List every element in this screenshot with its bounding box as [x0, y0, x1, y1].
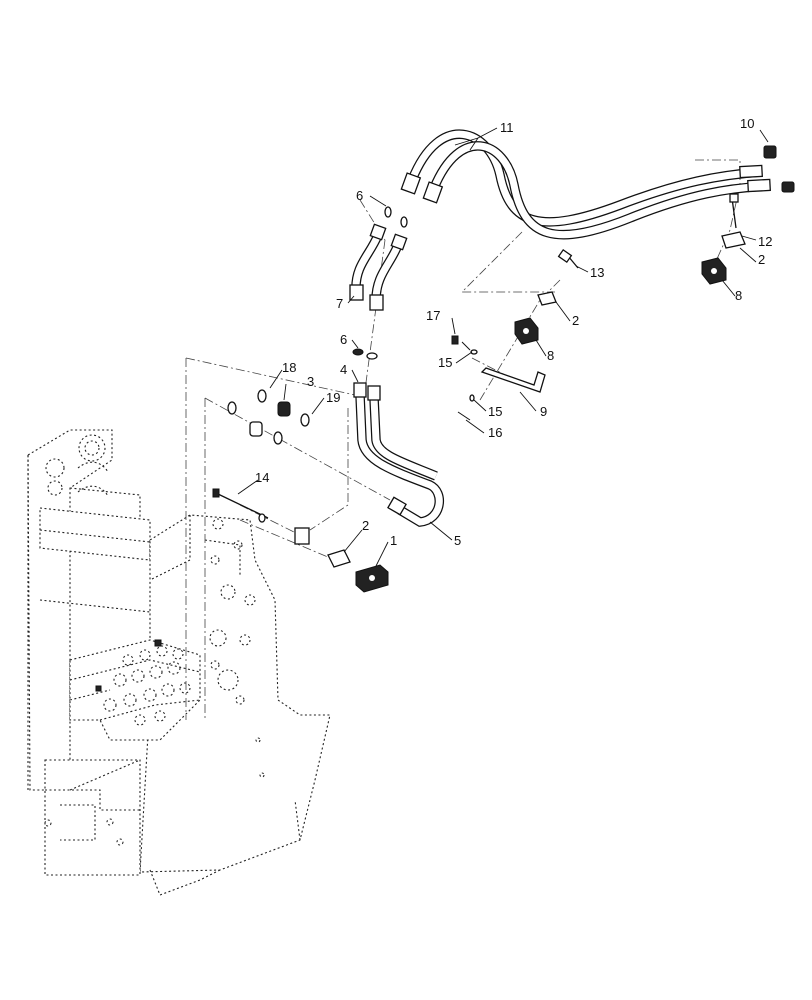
clamp-plate-2-lower: [327, 549, 351, 568]
callout-14: 14: [255, 470, 269, 485]
callout-12: 12: [758, 234, 772, 249]
hose-end-fittings: [400, 164, 771, 204]
callout-15-upper: 15: [438, 355, 452, 370]
right-clamp-parts: [701, 193, 746, 285]
callout-5: 5: [454, 533, 461, 548]
steel-tube-7: [349, 223, 408, 311]
callout-17: 17: [426, 308, 440, 323]
bracket-9: [480, 367, 546, 393]
callout-18: 18: [282, 360, 296, 375]
callout-16: 16: [488, 425, 502, 440]
o-rings-6: [352, 206, 408, 360]
steel-tube-5: [353, 382, 444, 527]
clamp-8-middle: [514, 317, 539, 345]
callout-labels: 11 10 12 2 8 13 2 8 9 17 15 15 16 6 7 6 …: [255, 116, 772, 548]
callout-19: 19: [326, 390, 340, 405]
callout-7: 7: [336, 296, 343, 311]
callout-13: 13: [590, 265, 604, 280]
callout-6-lower: 6: [340, 332, 347, 347]
callout-8-middle: 8: [547, 348, 554, 363]
control-valve-bank: [69, 639, 201, 741]
loader-frame-outline: [27, 429, 331, 896]
callout-2-right: 2: [758, 252, 765, 267]
washer-nut-15-17: [451, 335, 478, 421]
clamp-1: [355, 564, 389, 593]
callout-4: 4: [340, 362, 347, 377]
callout-3: 3: [307, 374, 314, 389]
callout-2-lower: 2: [362, 518, 369, 533]
callout-11: 11: [500, 120, 514, 135]
hydraulic-hose-pair: [407, 129, 769, 240]
callout-15-lower: 15: [488, 404, 502, 419]
adapter-fittings-3: [227, 389, 310, 445]
callout-6-upper: 6: [356, 188, 363, 203]
callout-9: 9: [540, 404, 547, 419]
dust-caps: [763, 145, 795, 193]
assembly-center-lines: [185, 159, 741, 720]
clamp-plate-2-middle: [537, 291, 557, 306]
callout-1: 1: [390, 533, 397, 548]
bolt-14: [212, 488, 310, 545]
callout-8-right: 8: [735, 288, 742, 303]
bolt-13: [557, 248, 579, 269]
callout-leaders: [237, 127, 769, 567]
callout-10: 10: [740, 116, 754, 131]
callout-2-middle: 2: [572, 313, 579, 328]
